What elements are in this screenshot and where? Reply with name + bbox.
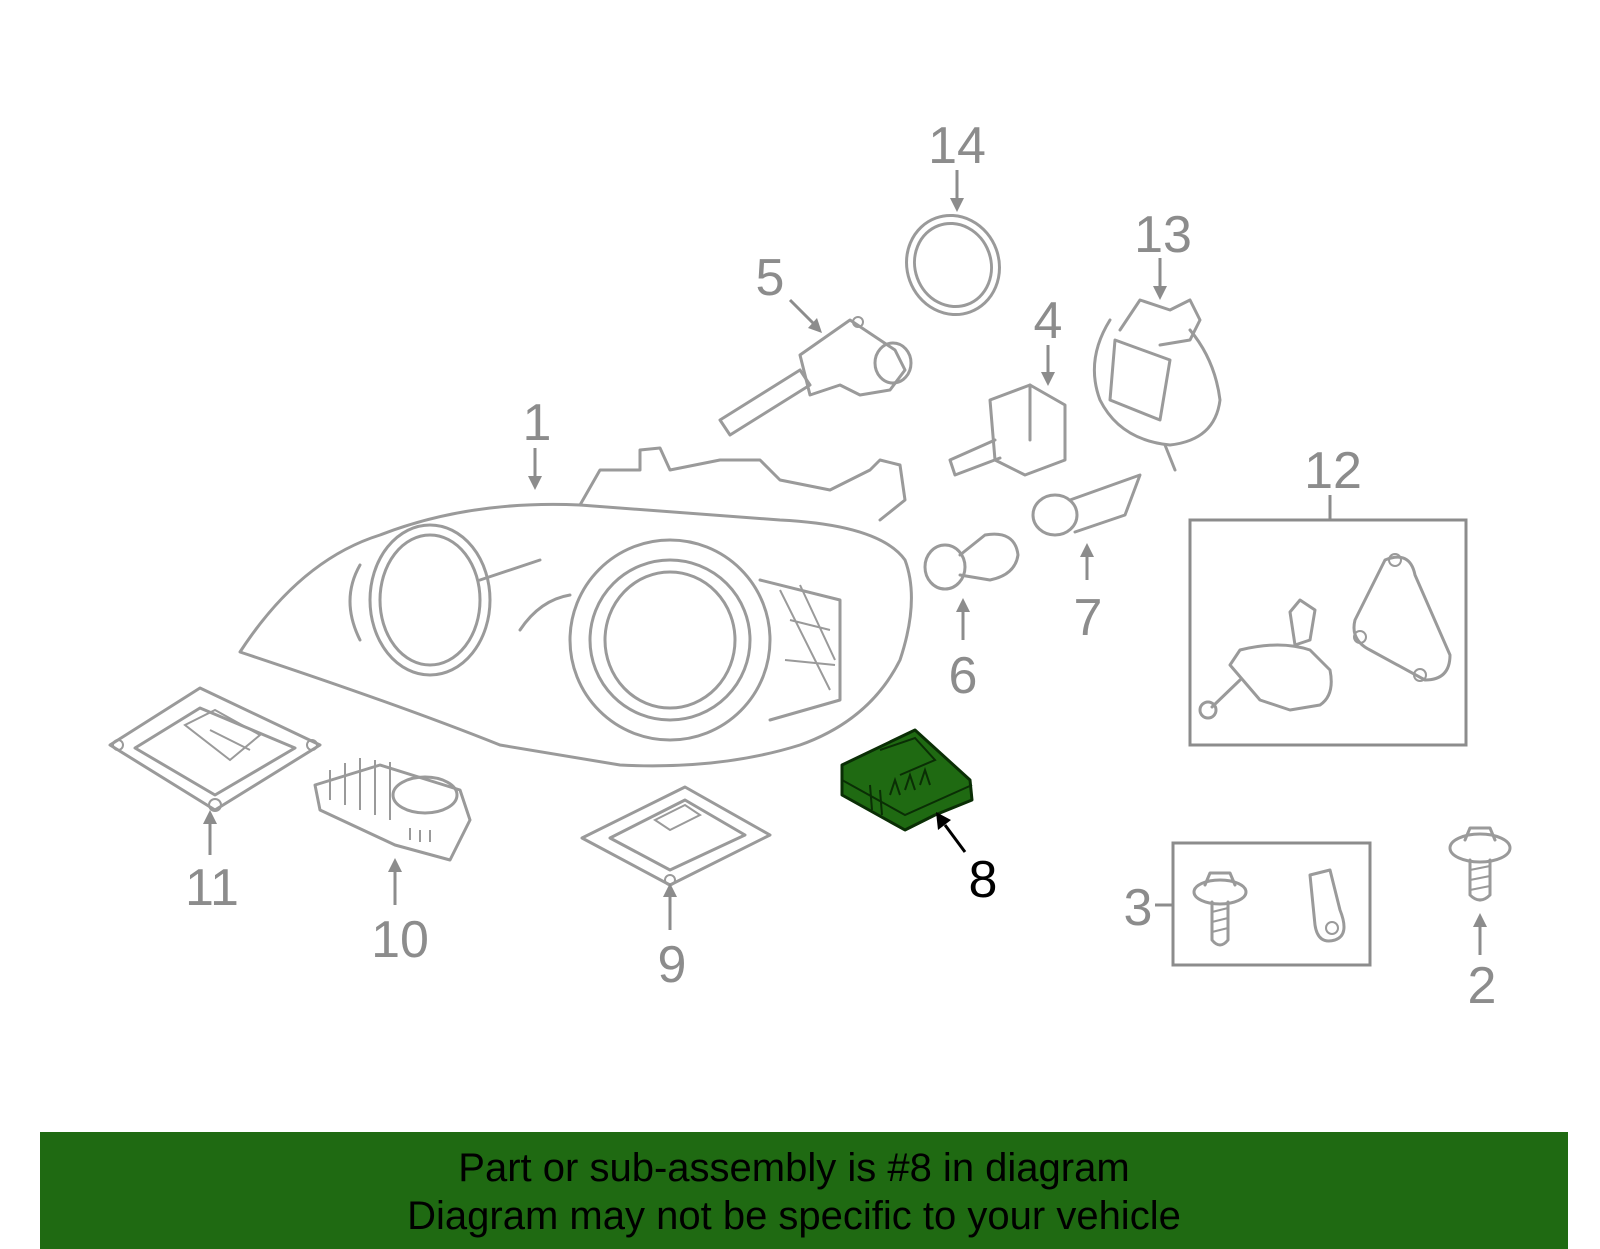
callout-14: 14 <box>928 117 986 175</box>
banner-line-1: Part or sub-assembly is #8 in diagram <box>458 1146 1130 1190</box>
callout-2: 2 <box>1468 957 1497 1015</box>
callout-9: 9 <box>658 936 687 994</box>
ring-part-14[interactable] <box>893 202 1014 327</box>
callout-6: 6 <box>949 647 978 705</box>
info-banner: Part or sub-assembly is #8 in diagram Di… <box>40 1132 1568 1249</box>
callout-11: 11 <box>185 859 239 917</box>
callout-13: 13 <box>1134 206 1192 264</box>
clip-part-13[interactable] <box>1092 298 1222 472</box>
leader-arrows <box>203 170 1487 955</box>
callout-4: 4 <box>1034 292 1063 350</box>
callout-1: 1 <box>523 394 552 452</box>
bulb-part-7[interactable] <box>1031 473 1142 537</box>
callout-labels: 1 5 14 4 13 12 6 7 11 10 9 8 3 2 <box>185 117 1496 1015</box>
screw-part-2[interactable] <box>1448 826 1512 902</box>
callout-3: 3 <box>1124 879 1153 937</box>
ballast-part-9[interactable] <box>580 785 772 887</box>
callout-8: 8 <box>969 851 998 909</box>
callout-5: 5 <box>756 249 785 307</box>
banner-line-2: Diagram may not be specific to your vehi… <box>407 1194 1181 1238</box>
headlight-assembly-part-1[interactable] <box>238 446 913 768</box>
bulb-part-6[interactable] <box>923 532 1020 591</box>
callout-7: 7 <box>1074 589 1103 647</box>
leveling-motor-part-12[interactable] <box>1188 518 1468 747</box>
module-8-body <box>840 728 974 832</box>
bulb-part-4[interactable] <box>948 383 1067 477</box>
callout-10: 10 <box>371 911 429 969</box>
led-module-part-10[interactable] <box>313 758 472 862</box>
bulb-part-5[interactable] <box>718 316 913 437</box>
control-unit-part-11[interactable] <box>108 686 322 812</box>
fastener-group-part-3[interactable] <box>1171 841 1372 967</box>
highlighted-module-part-8[interactable] <box>840 728 974 832</box>
callout-12: 12 <box>1304 442 1362 500</box>
